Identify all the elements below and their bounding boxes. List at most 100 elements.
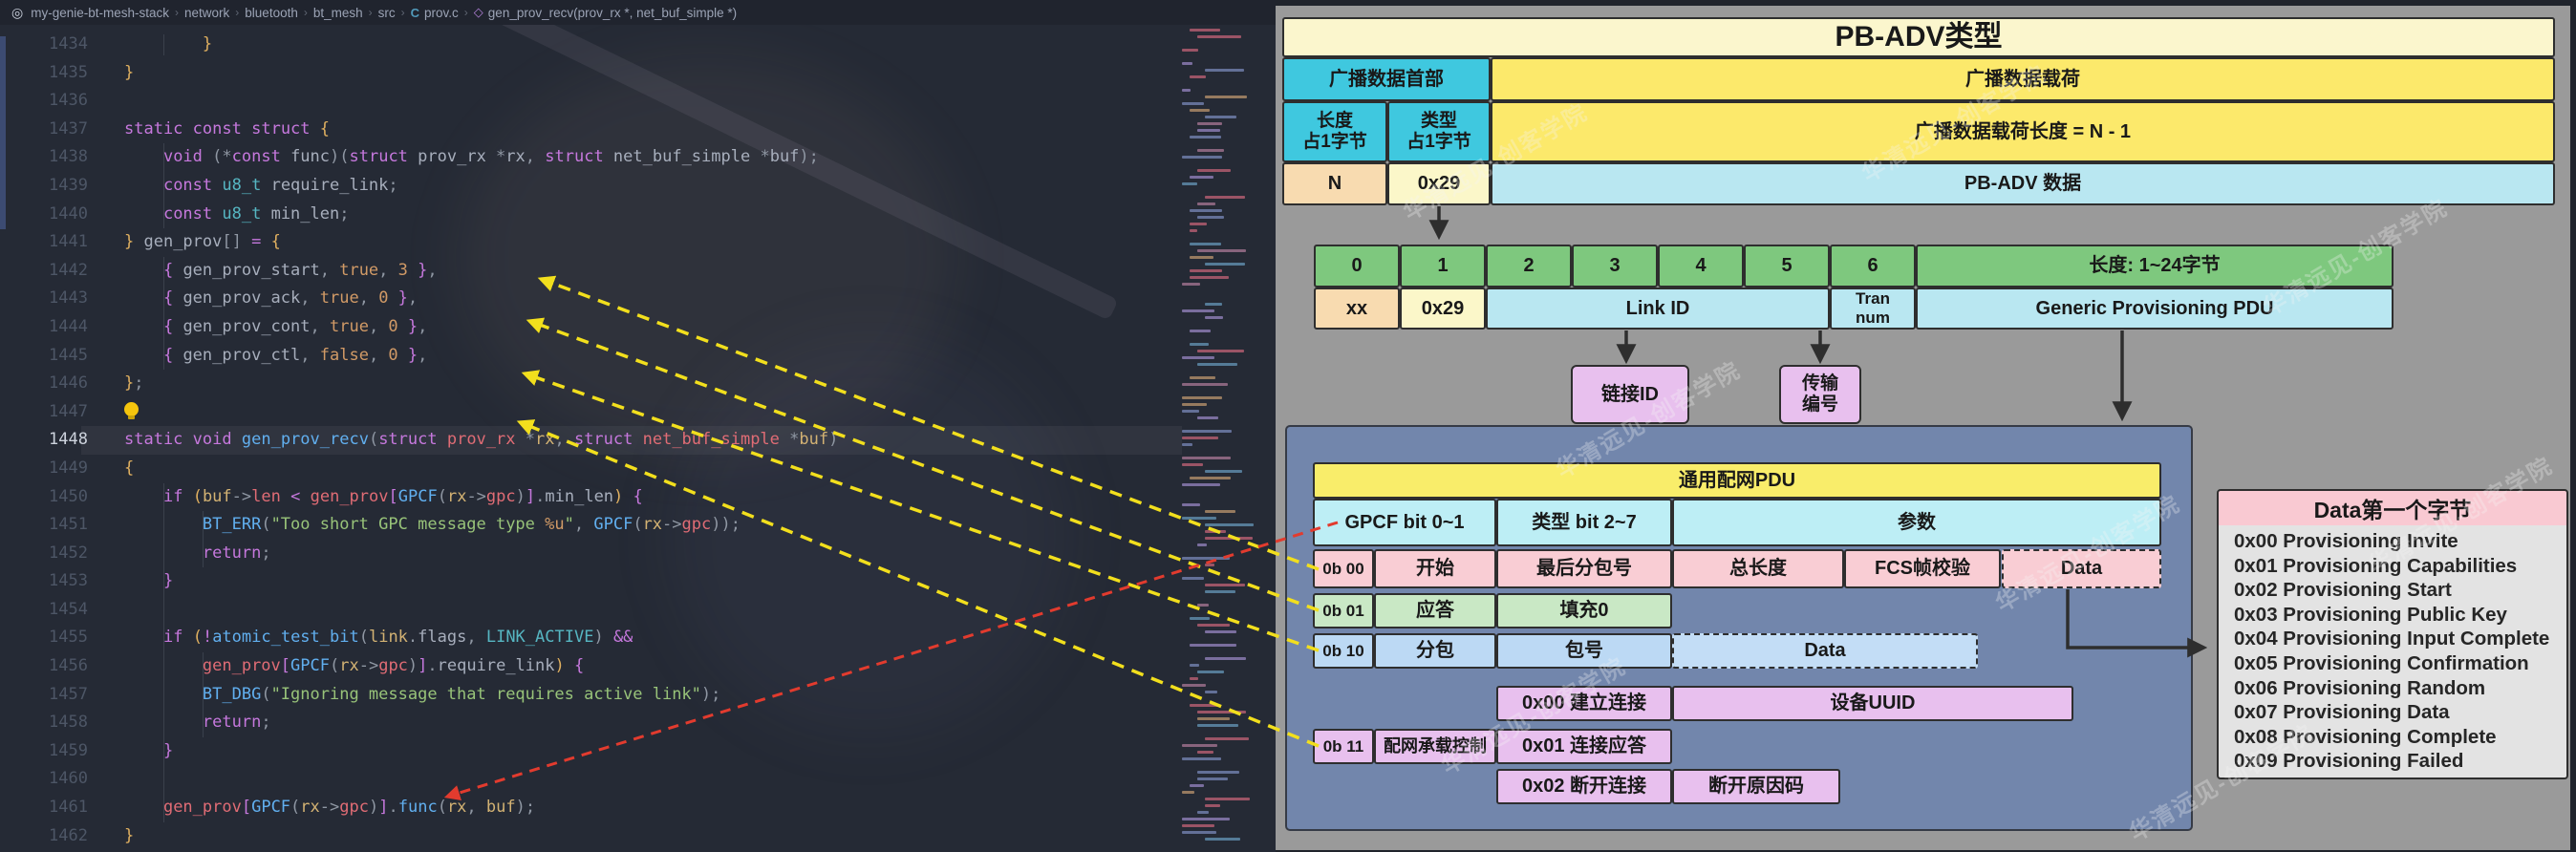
data-first-byte-item: 0x06 Provisioning Random: [2234, 676, 2486, 699]
code-line-1455[interactable]: 1455 if (!atomic_test_bit(link.flags, LI…: [0, 624, 838, 652]
code-line-1435[interactable]: 1435}: [0, 59, 838, 88]
minimap-line: [1190, 229, 1198, 232]
minimap-line: [1197, 751, 1213, 754]
minimap-line: [1205, 798, 1250, 800]
minimap-line: [1182, 744, 1218, 747]
code-line-1453[interactable]: 1453 }: [0, 567, 838, 596]
minimap-line: [1190, 109, 1211, 112]
lightbulb-icon[interactable]: [124, 402, 139, 419]
code-line-1443[interactable]: 1443 { gen_prov_ack, true, 0 },: [0, 285, 838, 313]
minimap-line: [1197, 604, 1210, 607]
left-scrollbar-decoration[interactable]: [0, 36, 6, 229]
chevron-right-icon: ›: [235, 6, 240, 19]
minimap-line: [1197, 717, 1230, 720]
minimap-line: [1197, 169, 1232, 172]
code-line-1440[interactable]: 1440 const u8_t min_len;: [0, 201, 838, 229]
minimap-line: [1190, 29, 1220, 32]
minimap-line: [1205, 537, 1254, 540]
breadcrumb-item-bluetooth[interactable]: bluetooth: [245, 5, 298, 20]
byte-index-cell: 6: [1830, 245, 1916, 288]
minimap-line: [1205, 630, 1236, 633]
minimap-line: [1197, 129, 1220, 132]
gp-close-reason-cell: 断开原因码: [1672, 769, 1840, 804]
code-editor[interactable]: ◎ my-genie-bt-mesh-stack› network› bluet…: [0, 0, 1276, 852]
indent-guide: [163, 34, 164, 55]
minimap-line: [1190, 784, 1204, 787]
line-number: 1443: [49, 288, 88, 309]
minimap-line: [1190, 330, 1211, 332]
breadcrumb-item-bt-mesh[interactable]: bt_mesh: [312, 5, 363, 20]
code-line-1457[interactable]: 1457 BT_DBG("Ignoring message that requi…: [0, 681, 838, 710]
line-number: 1453: [49, 571, 88, 591]
gp-header-param: 参数: [1672, 499, 2161, 546]
code-line-1449[interactable]: 1449{: [0, 455, 838, 483]
code-line-1456[interactable]: 1456 gen_prov[GPCF(rx->gpc)].require_lin…: [0, 652, 838, 681]
minimap-line: [1190, 617, 1211, 620]
code-line-1450[interactable]: 1450 if (buf->len < gen_prov[GPCF(rx->gp…: [0, 483, 838, 512]
code-line-1452[interactable]: 1452 return;: [0, 540, 838, 568]
code-line-1436[interactable]: 1436: [0, 87, 838, 116]
line-number: 1439: [49, 175, 88, 195]
breadcrumb-item-network[interactable]: network: [184, 5, 230, 20]
code-line-1451[interactable]: 1451 BT_ERR("Too short GPC message type …: [0, 511, 838, 540]
code-line-1447[interactable]: 1447: [0, 398, 838, 427]
minimap-line: [1182, 283, 1200, 286]
code-line-1458[interactable]: 1458 return;: [0, 709, 838, 737]
data-first-byte-item: 0x09 Provisioning Failed: [2234, 750, 2464, 773]
data-first-byte-item: 0x08 Provisioning Complete: [2234, 725, 2497, 748]
minimap-line: [1182, 557, 1230, 560]
adv-data-cell: PB-ADV 数据: [1491, 162, 2555, 205]
code-line-1439[interactable]: 1439 const u8_t require_link;: [0, 172, 838, 201]
line-number: 1437: [49, 118, 88, 138]
minimap-line: [1197, 624, 1230, 627]
minimap-line: [1197, 771, 1239, 774]
code-line-1454[interactable]: 1454: [0, 596, 838, 625]
minimap-line: [1182, 818, 1231, 820]
data-first-byte-item: 0x02 Provisioning Start: [2234, 579, 2452, 602]
data-first-byte-item: 0x05 Provisioning Confirmation: [2234, 651, 2529, 674]
breadcrumb-item-root[interactable]: my-genie-bt-mesh-stack: [31, 5, 170, 20]
breadcrumb-item-symbol[interactable]: gen_prov_recv(prov_rx *, net_buf_simple …: [487, 5, 738, 20]
breadcrumb-item-src[interactable]: src: [377, 5, 396, 20]
minimap-line: [1190, 209, 1223, 212]
symbol-icon: ◇: [473, 5, 483, 19]
breadcrumb-item-file[interactable]: prov.c: [424, 5, 459, 20]
code-line-1442[interactable]: 1442 { gen_prov_start, true, 3 },: [0, 257, 838, 286]
minimap-line: [1197, 35, 1242, 38]
gp-row-0b00-fcs: FCS帧校验: [1844, 549, 2001, 588]
indent-guide: [163, 257, 164, 370]
adv-length-label-cell: 长度 占1字节: [1282, 101, 1387, 162]
minimap-line: [1182, 156, 1222, 159]
code-line-1446[interactable]: 1446};: [0, 370, 838, 398]
minimap-line: [1182, 403, 1207, 406]
minimap-line: [1205, 196, 1245, 199]
code-line-1441[interactable]: 1441} gen_prov[] = {: [0, 228, 838, 257]
minimap-line: [1182, 443, 1192, 446]
code-line-1462[interactable]: 1462}: [0, 822, 838, 851]
line-number: 1441: [49, 232, 88, 252]
code-line-1434[interactable]: 1434 }: [0, 31, 838, 59]
code-line-1445[interactable]: 1445 { gen_prov_ctl, false, 0 },: [0, 342, 838, 371]
byte-index-cell: 2: [1486, 245, 1572, 288]
code-line-1460[interactable]: 1460: [0, 765, 838, 794]
minimap-line: [1197, 363, 1237, 366]
minimap-line: [1205, 510, 1235, 513]
code-line-1459[interactable]: 1459 }: [0, 737, 838, 766]
code-line-1444[interactable]: 1444 { gen_prov_cont, true, 0 },: [0, 313, 838, 342]
code-line-1461[interactable]: 1461 gen_prov[GPCF(rx->gpc)].func(rx, bu…: [0, 794, 838, 822]
data-first-byte-title: Data第一个字节: [2217, 489, 2568, 527]
minimap-line: [1205, 96, 1247, 98]
minimap-line: [1182, 577, 1205, 580]
adv-0x29-cell: 0x29: [1387, 162, 1491, 205]
minimap[interactable]: [1182, 27, 1255, 848]
code-line-1438[interactable]: 1438 void (*const func)(struct prov_rx *…: [0, 143, 838, 172]
minimap-line: [1182, 437, 1219, 439]
gp-row-0b10-data: Data: [1672, 633, 1978, 669]
pdu-0x29-cell: 0x29: [1400, 288, 1486, 330]
line-number: 1450: [49, 486, 88, 506]
minimap-line: [1205, 470, 1243, 473]
pdu-length-note-cell: 长度: 1~24字节: [1916, 245, 2394, 288]
